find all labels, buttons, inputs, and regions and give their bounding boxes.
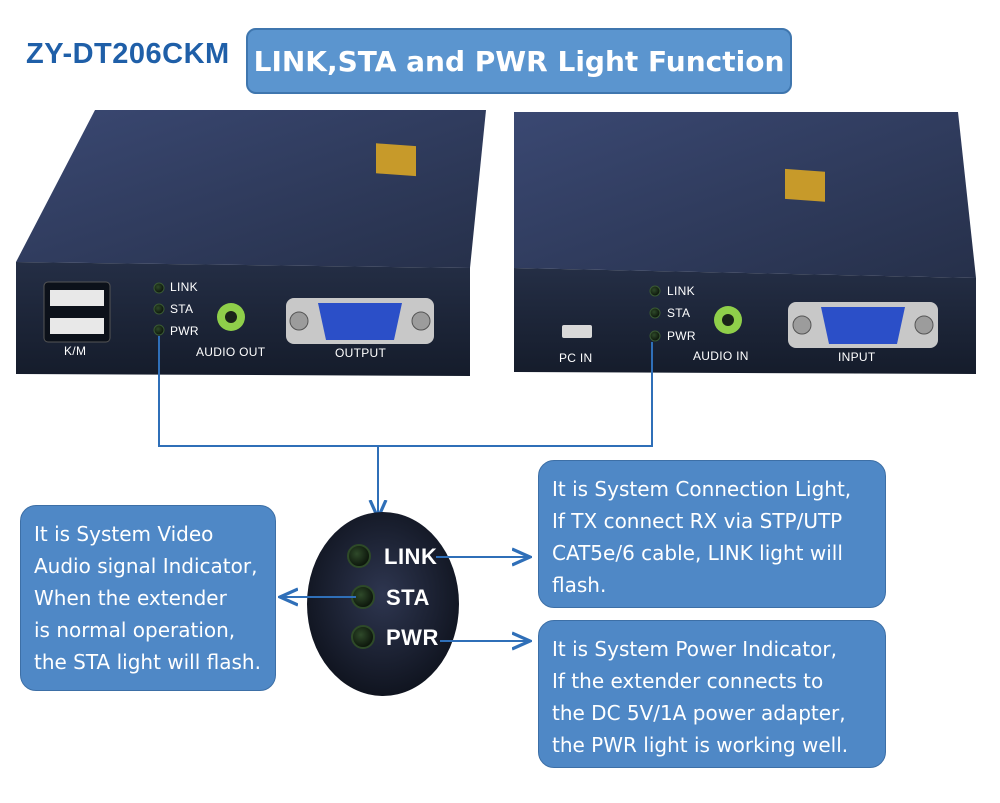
link-info-line: If TX connect RX via STP/UTP: [552, 509, 843, 533]
input-label: INPUT: [838, 350, 876, 364]
pwr-info-line: the PWR light is working well.: [552, 733, 849, 757]
left-pwr-label: PWR: [170, 324, 199, 338]
zoom-pwr-label: PWR: [386, 625, 439, 650]
zoom-sta-label: STA: [386, 585, 430, 610]
right-rx-badge: [785, 168, 825, 202]
sta-info-line: Audio signal Indicator,: [34, 554, 258, 578]
output-label: OUTPUT: [335, 346, 387, 360]
left-sta-label: STA: [170, 302, 194, 316]
pwr-info-line: If the extender connects to: [552, 669, 824, 693]
zoom-link-label: LINK: [384, 544, 438, 569]
usb-port-top: [50, 290, 104, 306]
left-link-label: LINK: [170, 280, 198, 294]
left-led-link: [153, 282, 165, 294]
zoom-led-pwr: [351, 625, 375, 649]
title-text: LINK,STA and PWR Light Function: [253, 44, 785, 78]
pwr-info-line: It is System Power Indicator,: [552, 637, 837, 661]
usb-port-bottom: [50, 318, 104, 334]
left-device: [16, 110, 486, 376]
link-info-line: flash.: [552, 573, 607, 597]
left-rx-badge: [376, 143, 416, 177]
right-pwr-label: PWR: [667, 329, 696, 343]
km-label: K/M: [64, 344, 87, 358]
right-led-link: [649, 285, 661, 297]
audio-in-label: AUDIO IN: [693, 349, 749, 363]
left-led-sta: [153, 303, 165, 315]
right-device-top: [514, 112, 976, 278]
audio-out-label: AUDIO OUT: [196, 345, 266, 359]
sta-info-line: It is System Video: [34, 522, 214, 546]
right-sta-label: STA: [667, 306, 691, 320]
left-device-top: [16, 110, 486, 268]
sta-info-line: is normal operation,: [34, 618, 236, 642]
pwr-info-line: the DC 5V/1A power adapter,: [552, 701, 846, 725]
link-info-line: It is System Connection Light,: [552, 477, 852, 501]
sta-info-line: the STA light will flash.: [34, 650, 261, 674]
connector-lines: [158, 336, 653, 516]
zoom-led-link: [347, 544, 371, 568]
model-number: ZY-DT206CKM: [26, 38, 230, 70]
left-led-pwr: [153, 324, 165, 336]
title-banner: LINK,STA and PWR Light Function: [246, 28, 792, 94]
link-info-bubble: It is System Connection Light, If TX con…: [538, 460, 886, 608]
zoom-circle: [307, 512, 459, 696]
right-led-pwr: [649, 330, 661, 342]
left-vga-port: [318, 303, 402, 340]
pc-in-label: PC IN: [559, 351, 593, 365]
pc-in-port: [562, 325, 592, 338]
right-device: [514, 112, 976, 374]
sta-info-line: When the extender: [34, 586, 227, 610]
sta-info-bubble: It is System Video Audio signal Indicato…: [20, 505, 276, 691]
link-info-line: CAT5e/6 cable, LINK light will: [552, 541, 843, 565]
pwr-info-bubble: It is System Power Indicator, If the ext…: [538, 620, 886, 768]
right-vga-port: [821, 307, 905, 344]
right-led-sta: [649, 307, 661, 319]
right-link-label: LINK: [667, 284, 695, 298]
led-link-line: [158, 336, 653, 447]
